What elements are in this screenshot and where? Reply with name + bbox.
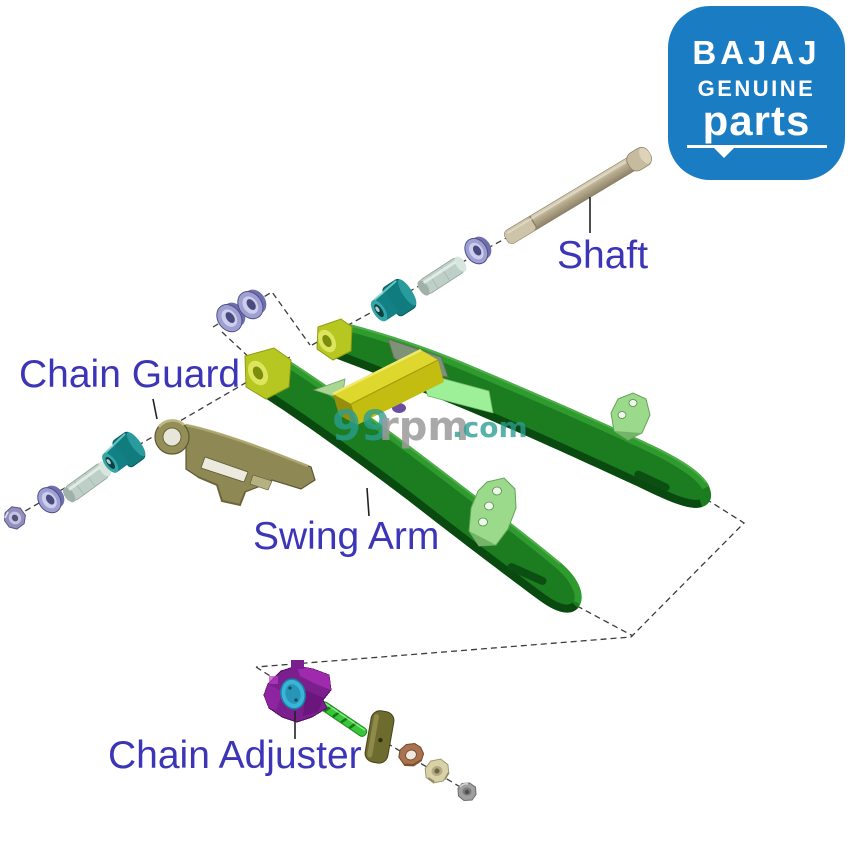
chain-guard-label: Chain Guard xyxy=(19,353,241,396)
mount-bracket-far xyxy=(610,392,651,441)
chain-adjuster-part xyxy=(263,660,477,802)
bajaj-genuine-parts-logo: BAJAJ GENUINE parts xyxy=(668,6,845,180)
chain-guard-part xyxy=(154,419,316,507)
logo-parts-text: parts xyxy=(702,97,811,144)
shaft-washer xyxy=(464,236,492,265)
watermark: 99 rpm .com xyxy=(332,401,528,450)
adjuster-bolt xyxy=(319,701,368,737)
watermark-prefix: 99 xyxy=(332,401,390,450)
adjuster-plate xyxy=(364,710,395,764)
adjuster-nut-beige xyxy=(424,758,450,784)
chainguard-nut xyxy=(4,506,26,530)
near-pivot-cap xyxy=(244,347,292,400)
shaft-label: Shaft xyxy=(557,234,649,277)
shaft-bushing xyxy=(370,278,417,322)
shaft-spacer xyxy=(417,256,467,296)
down-arrow-icon xyxy=(712,147,735,158)
dashed-guide-lines xyxy=(7,236,746,792)
chainguard-spacer xyxy=(63,461,111,503)
swing-arm-label: Swing Arm xyxy=(253,515,440,558)
cross-member xyxy=(332,348,444,425)
leader-lines xyxy=(152,197,591,739)
shaft-bolt xyxy=(503,147,653,244)
adjuster-nut-gray xyxy=(457,782,477,802)
far-pivot-cap xyxy=(316,318,353,361)
watermark-mid: rpm xyxy=(379,404,469,450)
chainguard-washer xyxy=(37,485,65,514)
pivot-washers xyxy=(216,289,267,333)
watermark-suffix: .com xyxy=(452,411,528,444)
adjuster-washer-brown xyxy=(398,743,425,767)
logo-genuine-text: GENUINE xyxy=(697,76,816,101)
logo-brand-text: BAJAJ xyxy=(692,34,821,71)
logo-underline xyxy=(686,145,827,158)
mount-bracket-near xyxy=(468,477,517,547)
chainguard-bushing xyxy=(102,431,146,473)
chain-adjuster-label: Chain Adjuster xyxy=(108,734,362,777)
